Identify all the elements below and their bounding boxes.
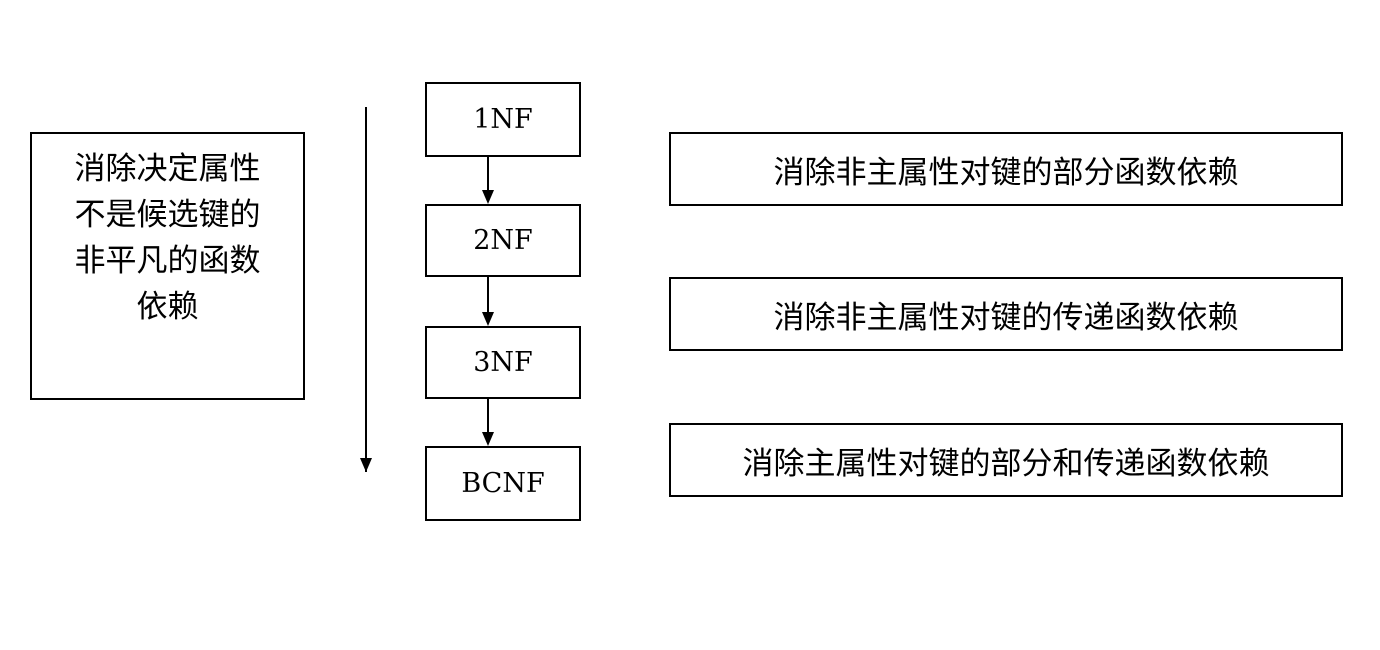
progression-arrowhead <box>360 458 372 472</box>
left-note-line: 消除决定属性 <box>74 151 261 187</box>
left-note-line: 依赖 <box>136 289 199 325</box>
arrowhead-2nf-3nf <box>482 312 494 326</box>
left-note-box: 消除决定属性 不是候选键的 非平凡的函数 依赖 <box>30 132 305 400</box>
left-note-line: 非平凡的函数 <box>74 243 261 279</box>
arrowhead-3nf-bcnf <box>482 432 494 446</box>
form-box-3nf: 3NF <box>425 326 581 399</box>
form-box-1nf: 1NF <box>425 82 581 157</box>
left-note-line: 不是候选键的 <box>74 197 261 233</box>
step-box-2nf-to-3nf: 消除非主属性对键的传递函数依赖 <box>669 277 1343 351</box>
step-box-1nf-to-2nf: 消除非主属性对键的部分函数依赖 <box>669 132 1343 206</box>
form-box-bcnf: BCNF <box>425 446 581 521</box>
arrowhead-1nf-2nf <box>482 190 494 204</box>
form-box-2nf: 2NF <box>425 204 581 277</box>
step-box-3nf-to-bcnf: 消除主属性对键的部分和传递函数依赖 <box>669 423 1343 497</box>
left-note-text: 消除决定属性 不是候选键的 非平凡的函数 依赖 <box>32 146 303 330</box>
